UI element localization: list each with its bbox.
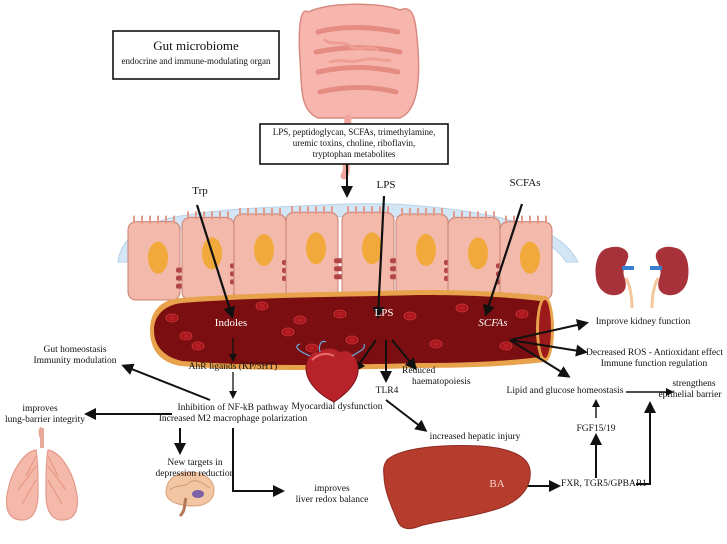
epithelial-cell <box>181 211 235 301</box>
liver-redox-line2: liver redox balance <box>295 495 369 505</box>
arrow-to-haematopoiesis <box>391 339 417 371</box>
header-subtitle: endocrine and immune-modulating organ <box>121 56 271 66</box>
gut-homeostasis-line2: Immunity modulation <box>33 356 117 366</box>
vessel-lps: LPS <box>374 307 394 319</box>
arrow-to-ros <box>509 339 588 357</box>
cell-nucleus <box>362 232 382 265</box>
vessel-indoles: Indoles <box>214 317 248 329</box>
brain-icon <box>165 471 215 518</box>
arrow-to-kidney <box>509 319 589 341</box>
cell-nucleus <box>416 234 436 267</box>
red-blood-cell <box>293 315 307 325</box>
cell-nucleus <box>306 232 326 265</box>
cell-nucleus <box>468 237 488 270</box>
lung-line2: lung-barrier integrity <box>5 415 85 425</box>
kidney-function: Improve kidney function <box>595 317 691 327</box>
arrow-scfas <box>483 203 524 317</box>
kidney-icon <box>595 246 689 309</box>
liver-icon <box>383 445 531 530</box>
red-blood-cell <box>281 327 295 337</box>
arrow-to-myocardial <box>353 339 377 373</box>
cell-nucleus <box>520 241 540 274</box>
lipid-glucose: Lipid and glucose homeostasis <box>506 386 624 396</box>
epithelial-cell <box>499 215 553 301</box>
red-blood-cell <box>255 301 269 311</box>
lung-line1: improves <box>22 404 58 414</box>
input-trp: Trp <box>192 185 208 197</box>
barrier-line1: strengthens <box>672 379 716 389</box>
metabolites-line3: tryptophan metabolites <box>312 149 396 159</box>
epithelial-cell <box>285 206 339 301</box>
red-blood-cells <box>165 301 529 353</box>
depression-line1: New targets in <box>167 458 223 468</box>
epithelial-cells <box>127 206 553 301</box>
lung-icon <box>5 426 79 521</box>
arrow-to-lipid <box>509 339 571 378</box>
ahr-ligands: AhR ligands (KP/5HT) <box>188 362 278 372</box>
depression-line2: depression reduction <box>155 469 235 479</box>
blood-vessel <box>154 295 540 365</box>
liver-redox-line1: improves <box>314 484 350 494</box>
epithelial-cell <box>127 215 181 301</box>
epithelial-cell <box>341 206 395 301</box>
epithelial-cell <box>233 208 287 301</box>
nfkb-line1: Inhibition of NF-kB pathway <box>177 403 289 413</box>
haematopoiesis-line2: haematopoiesis <box>412 377 471 387</box>
metabolites-line2: uremic toxins, choline, riboflavin, <box>292 138 416 148</box>
red-blood-cell <box>333 309 347 319</box>
fgf-label: FGF15/19 <box>576 424 616 434</box>
red-blood-cell <box>515 309 529 319</box>
ros-line1: Decreased ROS - Antioxidant effect <box>586 348 724 358</box>
vessel-lumen <box>539 300 551 358</box>
myocardial-dysfunction: Myocardial dysfunction <box>291 402 383 412</box>
vessel-scfas: SCFAs <box>478 317 508 329</box>
metabolites-line1: LPS, peptidoglycan, SCFAs, trimethylamin… <box>272 127 436 137</box>
nfkb-line2: Increased M2 macrophage polarization <box>158 414 308 424</box>
input-scfas: SCFAs <box>509 177 541 189</box>
red-blood-cell <box>165 313 179 323</box>
red-blood-cell <box>499 341 513 351</box>
header-title: Gut microbiome <box>153 38 239 53</box>
heart-icon <box>296 340 366 403</box>
red-blood-cell <box>403 311 417 321</box>
header-box <box>112 30 280 80</box>
barrier-line2: epithelial barrier <box>658 390 722 400</box>
arrow-lps <box>372 195 386 319</box>
cell-nucleus <box>254 234 274 267</box>
red-blood-cell <box>345 335 359 345</box>
gut-homeostasis-line1: Gut homeostasis <box>43 345 107 355</box>
red-blood-cell <box>305 343 319 353</box>
ros-line2: Immune function regulation <box>600 359 708 369</box>
arrow-to-liver-redox <box>232 428 285 497</box>
arrow-fxr-lipid <box>636 401 656 485</box>
hepatic-injury: increased hepatic injury <box>429 432 521 442</box>
red-blood-cell <box>179 331 193 341</box>
arrow-to-hepatic-injury <box>385 399 428 432</box>
arrow-trp <box>195 204 236 319</box>
arrow-to-gut-homeostasis <box>121 363 211 401</box>
input-lps: LPS <box>376 179 396 191</box>
fxr-label: FXR, TGR5/GPBAR1 <box>561 479 647 489</box>
metabolites-box <box>259 123 449 165</box>
red-blood-cell <box>429 339 443 349</box>
haematopoiesis-line1: Reduced <box>402 366 436 376</box>
ba-label: BA <box>489 478 505 490</box>
epithelial-cell <box>447 211 501 301</box>
cell-nucleus <box>148 241 168 274</box>
epithelial-cell <box>395 208 449 301</box>
tlr4: TLR4 <box>375 386 399 396</box>
red-blood-cell <box>191 341 205 351</box>
red-blood-cell <box>455 303 469 313</box>
